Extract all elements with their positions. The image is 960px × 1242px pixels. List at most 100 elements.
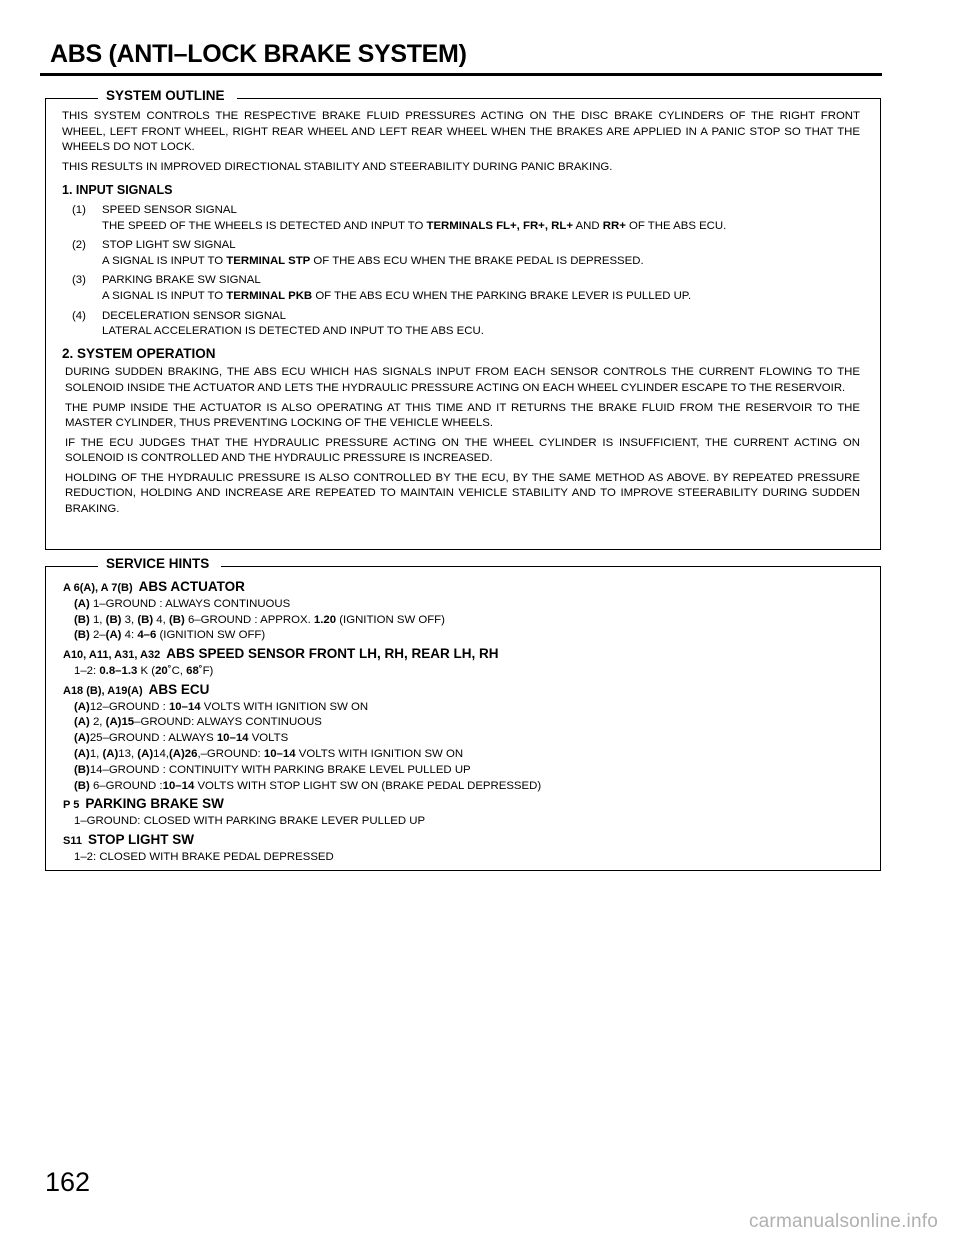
- component-header: S11 STOP LIGHT SW: [63, 832, 861, 850]
- hint-line: (A)12–GROUND : 10–14 VOLTS WITH IGNITION…: [74, 700, 369, 713]
- bold-value: TERMINAL STP: [226, 254, 311, 267]
- bold-value: TERMINAL PKB: [226, 289, 313, 302]
- bold-value: (A): [102, 747, 119, 760]
- service-hints-content: A 6(A), A 7(B) ABS ACTUATOR (A) 1–GROUND …: [63, 577, 861, 866]
- component-lines: (A)12–GROUND : 10–14 VOLTS WITH IGNITION…: [63, 700, 861, 795]
- system-outline-content: THIS SYSTEM CONTROLS THE RESPECTIVE BRAK…: [62, 109, 860, 522]
- intro-paragraph: THIS RESULTS IN IMPROVED DIRECTIONAL STA…: [62, 160, 613, 173]
- component-lines: 1–2: 0.8–1.3 K (20˚C, 68˚F): [63, 664, 861, 680]
- bold-value: (A): [105, 629, 122, 642]
- component-lines: (A) 1–GROUND : ALWAYS CONTINUOUS (B) 1, (…: [63, 597, 861, 644]
- bold-value: 68˚: [186, 664, 203, 677]
- intro-paragraph: THIS SYSTEM CONTROLS THE RESPECTIVE BRAK…: [62, 110, 860, 154]
- bold-value: (B): [168, 613, 185, 626]
- bold-value: (A)15: [105, 716, 135, 729]
- component-header: A18 (B), A19(A) ABS ECU: [63, 682, 861, 700]
- system-operation-text: DURING SUDDEN BRAKING, THE ABS ECU WHICH…: [62, 365, 860, 517]
- page-title: ABS (ANTI–LOCK BRAKE SYSTEM): [50, 40, 467, 68]
- input-signals-heading: 1. INPUT SIGNALS: [62, 183, 173, 198]
- bold-value: 10–14: [162, 779, 195, 792]
- component-name: PARKING BRAKE SW: [85, 796, 224, 812]
- bold-value: (B): [74, 779, 90, 792]
- signal-number: (3): [72, 274, 86, 287]
- hint-line: (B) 6–GROUND :10–14 VOLTS WITH STOP LIGH…: [74, 779, 542, 792]
- component-header: A 6(A), A 7(B) ABS ACTUATOR: [63, 579, 861, 597]
- hint-line: (A)1, (A)13, (A)14,(A)26,–GROUND: 10–14 …: [74, 747, 464, 760]
- bold-value: 10–14: [168, 700, 201, 713]
- signal-name: STOP LIGHT SW SIGNAL: [102, 239, 236, 252]
- component-abs-speed-sensor: A10, A11, A31, A32 ABS SPEED SENSOR FRONT…: [63, 646, 861, 680]
- component-code: A10, A11, A31, A32: [63, 649, 161, 662]
- component-code: P 5: [63, 799, 80, 812]
- bold-value: (B): [74, 613, 90, 626]
- component-name: ABS ECU: [148, 681, 210, 697]
- component-lines: 1–2: CLOSED WITH BRAKE PEDAL DEPRESSED: [63, 850, 861, 866]
- bold-value: (A): [74, 716, 90, 729]
- component-header: A10, A11, A31, A32 ABS SPEED SENSOR FRONT…: [63, 646, 861, 664]
- signal-item: (3) PARKING BRAKE SW SIGNAL A SIGNAL IS …: [72, 273, 860, 304]
- signal-description: A SIGNAL IS INPUT TO TERMINAL PKB OF THE…: [102, 289, 692, 302]
- system-outline-box: SYSTEM OUTLINE THIS SYSTEM CONTROLS THE …: [45, 88, 881, 550]
- component-lines: 1–GROUND: CLOSED WITH PARKING BRAKE LEVE…: [63, 814, 861, 830]
- bold-value: (B): [74, 629, 90, 642]
- system-outline-label: SYSTEM OUTLINE: [98, 88, 237, 103]
- hint-line: 1–2: CLOSED WITH BRAKE PEDAL DEPRESSED: [74, 850, 334, 863]
- bold-value: 0.8–1.3: [99, 664, 138, 677]
- component-name: STOP LIGHT SW: [87, 831, 194, 847]
- bold-value: 20˚: [155, 664, 172, 677]
- bold-value: 1.20: [313, 613, 337, 626]
- bold-value: (A): [74, 700, 90, 713]
- hint-line: 1–GROUND: CLOSED WITH PARKING BRAKE LEVE…: [74, 815, 426, 828]
- component-code: A18 (B), A19(A): [63, 684, 143, 697]
- component-code: S11: [63, 834, 82, 847]
- signal-name: SPEED SENSOR SIGNAL: [102, 203, 237, 216]
- signal-description: A SIGNAL IS INPUT TO TERMINAL STP OF THE…: [102, 254, 644, 267]
- component-code: A 6(A), A 7(B): [63, 582, 133, 594]
- hint-line: (A) 1–GROUND : ALWAYS CONTINUOUS: [74, 597, 291, 610]
- hint-line: 1–2: 0.8–1.3 K (20˚C, 68˚F): [74, 664, 214, 677]
- component-name: ABS ACTUATOR: [138, 579, 245, 594]
- signal-item: (1) SPEED SENSOR SIGNAL THE SPEED OF THE…: [72, 203, 860, 234]
- hint-line: (A)25–GROUND : ALWAYS 10–14 VOLTS: [74, 732, 289, 745]
- operation-paragraph: HOLDING OF THE HYDRAULIC PRESSURE IS ALS…: [65, 471, 860, 516]
- service-hints-box: SERVICE HINTS A 6(A), A 7(B) ABS ACTUATOR…: [45, 556, 881, 871]
- operation-paragraph: IF THE ECU JUDGES THAT THE HYDRAULIC PRE…: [65, 436, 860, 465]
- component-abs-ecu: A18 (B), A19(A) ABS ECU (A)12–GROUND : 10…: [63, 682, 861, 795]
- page-number: 162: [45, 1167, 91, 1197]
- hint-line: (A) 2, (A)15–GROUND: ALWAYS CONTINUOUS: [74, 716, 322, 729]
- bold-value: (A): [74, 747, 90, 760]
- signal-number: (2): [72, 239, 86, 252]
- bold-value: 10–14: [216, 732, 249, 745]
- component-stop-light-sw: S11 STOP LIGHT SW 1–2: CLOSED WITH BRAKE …: [63, 832, 861, 866]
- bold-value: 10–14: [263, 747, 296, 760]
- system-operation-heading: 2. SYSTEM OPERATION: [62, 345, 216, 361]
- component-header: P 5 PARKING BRAKE SW: [63, 796, 861, 814]
- watermark: carmanualsonline.info: [748, 1211, 938, 1232]
- signal-number: (1): [72, 203, 86, 216]
- bold-value: (B): [105, 613, 122, 626]
- component-abs-actuator: A 6(A), A 7(B) ABS ACTUATOR (A) 1–GROUND …: [63, 579, 861, 644]
- hint-line: (B)14–GROUND : CONTINUITY WITH PARKING B…: [74, 763, 471, 776]
- signal-item: (2) STOP LIGHT SW SIGNAL A SIGNAL IS INP…: [72, 238, 860, 269]
- signal-name: PARKING BRAKE SW SIGNAL: [102, 274, 261, 287]
- signal-item: (4) DECELERATION SENSOR SIGNAL LATERAL A…: [72, 309, 860, 340]
- bold-value: (A): [74, 597, 90, 610]
- hint-line: (B) 1, (B) 3, (B) 4, (B) 6–GROUND : APPR…: [74, 613, 445, 626]
- signal-description: THE SPEED OF THE WHEELS IS DETECTED AND …: [102, 219, 727, 232]
- bold-value: 4–6: [137, 629, 157, 642]
- title-rule: [40, 73, 882, 76]
- bold-value: TERMINALS FL+, FR+, RL+: [426, 219, 573, 232]
- bold-value: (A): [74, 732, 90, 745]
- operation-paragraph: DURING SUDDEN BRAKING, THE ABS ECU WHICH…: [65, 366, 860, 394]
- bold-value: (B): [137, 613, 154, 626]
- input-signals-list: (1) SPEED SENSOR SIGNAL THE SPEED OF THE…: [72, 203, 860, 340]
- signal-number: (4): [72, 309, 86, 322]
- signal-description: LATERAL ACCELERATION IS DETECTED AND INP…: [102, 325, 484, 338]
- bold-value: RR+: [602, 219, 626, 232]
- operation-paragraph: THE PUMP INSIDE THE ACTUATOR IS ALSO OPE…: [65, 401, 860, 430]
- bold-value: (A): [137, 747, 154, 760]
- component-parking-brake-sw: P 5 PARKING BRAKE SW 1–GROUND: CLOSED WIT…: [63, 796, 861, 830]
- bold-value: (B): [74, 763, 90, 776]
- component-name: ABS SPEED SENSOR FRONT LH, RH, REAR LH, …: [166, 646, 499, 662]
- service-hints-label: SERVICE HINTS: [98, 556, 222, 571]
